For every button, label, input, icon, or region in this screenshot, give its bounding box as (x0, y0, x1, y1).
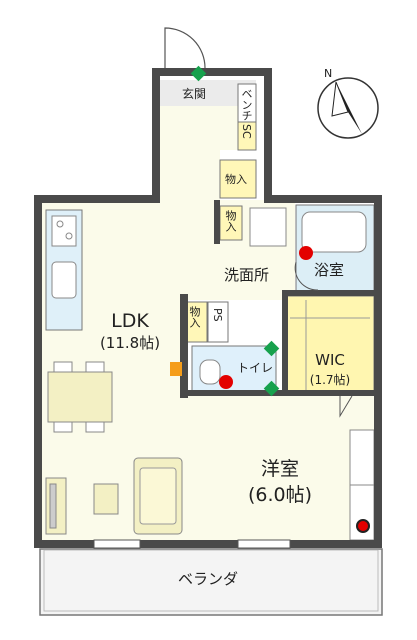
storage-c-label: 物入 (188, 306, 201, 328)
marker-orange (170, 362, 182, 376)
sc-box (237, 121, 257, 151)
bathtub (301, 211, 367, 253)
marker-red-toilet (219, 375, 233, 389)
wic-size-label: (1.7帖) (309, 373, 351, 387)
storage-a-box (219, 159, 257, 199)
stove-burner-1 (56, 220, 64, 228)
stove (51, 215, 77, 247)
ps-box (207, 301, 229, 343)
washing-machine (249, 207, 287, 247)
sc-label: SC (240, 124, 253, 139)
veranda-label: ベランダ (177, 570, 239, 588)
stove-burner-2 (65, 232, 73, 240)
western-floor (182, 396, 374, 540)
walls (34, 68, 382, 548)
marker-red-western (356, 519, 370, 533)
dining-table (47, 371, 113, 423)
compass (317, 77, 379, 139)
ps-label: PS (211, 308, 224, 322)
marker-red-bath (299, 246, 313, 260)
western-size-label: (6.0帖) (247, 484, 313, 506)
storage-a-label: 物入 (225, 173, 247, 186)
chair-2 (85, 361, 105, 373)
bath-door (294, 261, 319, 291)
washroom-label: 洗面所 (224, 266, 270, 284)
chair-4 (85, 421, 105, 433)
sofa-seat (139, 467, 177, 525)
kitchen-sink (51, 261, 77, 299)
toilet-label: トイレ (237, 361, 274, 375)
ldk-size-label: (11.8帖) (99, 334, 161, 352)
chair-3 (53, 421, 73, 433)
wic-door (339, 395, 353, 418)
bench-label: ベンチ (240, 88, 253, 121)
storage-b-label: 物入 (224, 210, 237, 232)
tv (49, 483, 57, 529)
windows (93, 539, 291, 549)
low-table (93, 483, 119, 515)
ldk-label: LDK (111, 310, 149, 332)
toilet-bowl (199, 359, 221, 385)
bathroom-label: 浴室 (314, 261, 345, 279)
veranda-rail (43, 549, 379, 612)
entrance-label: 玄関 (182, 87, 207, 101)
compass-n-label: N (324, 67, 333, 80)
western-label: 洋室 (260, 458, 300, 480)
chair-1 (53, 361, 73, 373)
wic-label: WIC (315, 351, 345, 369)
entrance-door (164, 27, 206, 69)
veranda-area (39, 548, 383, 616)
